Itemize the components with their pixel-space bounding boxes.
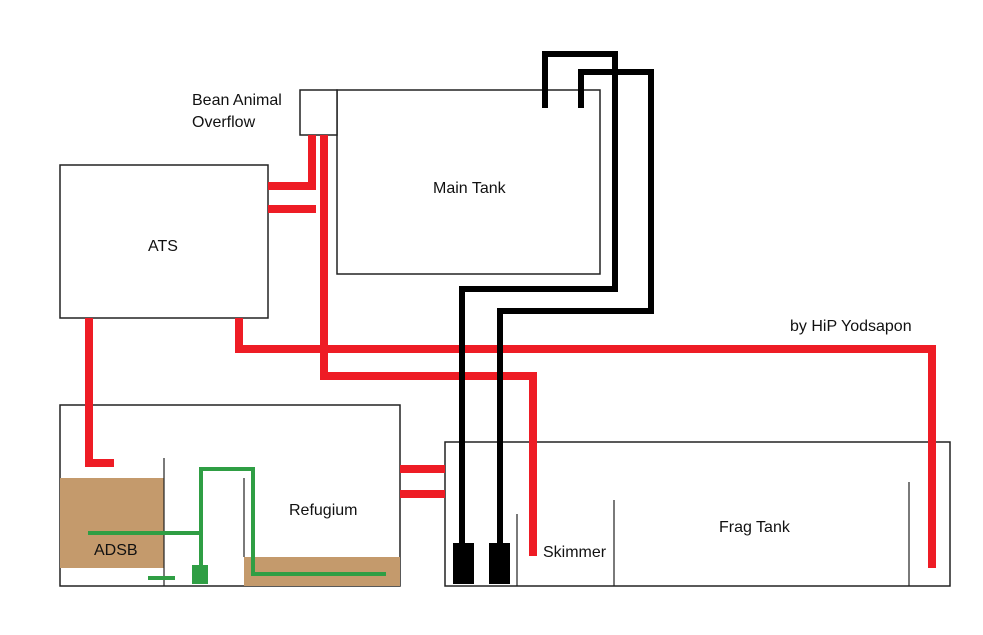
adsb-sand-bed — [60, 478, 164, 568]
ats-to-frag-tank-pipe — [235, 318, 936, 568]
return-line-outer — [459, 51, 618, 545]
adsb-label: ADSB — [94, 542, 138, 559]
bean-animal-overflow-box — [299, 89, 338, 136]
red-plumbing — [85, 135, 936, 568]
return-line-inner — [497, 69, 654, 545]
refugium-sand-bed — [244, 557, 400, 586]
return-pump-right — [489, 543, 510, 584]
credit-label: by HiP Yodsapon — [790, 318, 912, 335]
main-tank — [336, 89, 601, 275]
overflow-to-ats-upper-pipe — [268, 135, 316, 190]
frag-tank-box — [444, 441, 951, 587]
frag-tank-label: Frag Tank — [719, 519, 791, 536]
overflow-label-line1: Bean Animal — [192, 92, 282, 109]
green-pump — [192, 565, 208, 584]
ats-box — [59, 164, 269, 319]
green-plumbing — [88, 467, 386, 580]
overflow-label-line2: Overflow — [192, 114, 256, 131]
refugium-label: Refugium — [289, 502, 357, 519]
refugium-baffles — [163, 458, 245, 586]
ats-to-refugium-pipe — [85, 318, 114, 467]
overflow-to-skimmer-pipe — [320, 135, 537, 556]
skimmer-label: Skimmer — [543, 544, 607, 561]
main-tank-label: Main Tank — [433, 180, 507, 197]
ats-label: ATS — [148, 238, 178, 255]
frag-tank-baffles — [516, 482, 910, 586]
return-pump-left — [453, 543, 474, 584]
black-return-lines — [459, 51, 654, 545]
refugium-green-loop — [199, 467, 386, 576]
